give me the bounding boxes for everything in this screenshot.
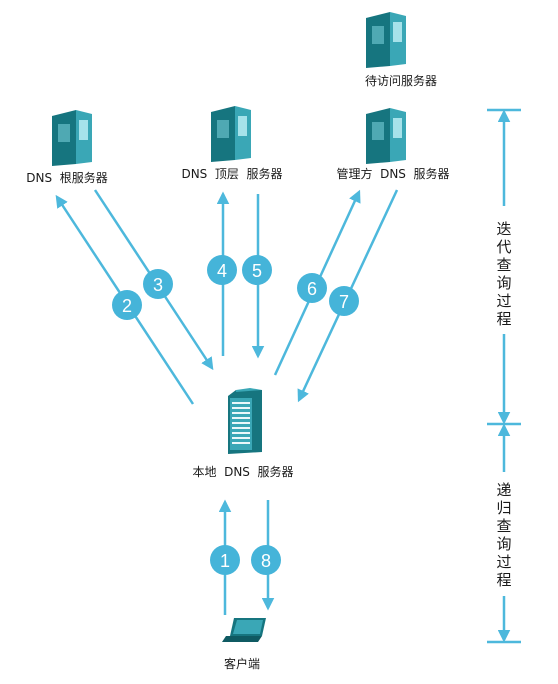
- step-badge-1: 1: [210, 545, 240, 575]
- svg-text:3: 3: [153, 275, 163, 295]
- svg-text:过: 过: [496, 292, 511, 310]
- local-dns-label: 本地 DNS 服务器: [192, 464, 293, 479]
- recursive-phase-label: 递 归 查 询 过 程: [496, 481, 511, 589]
- svg-text:1: 1: [220, 551, 230, 571]
- step-badge-2: 2: [112, 290, 142, 320]
- target-server-label: 待访问服务器: [365, 73, 437, 88]
- tld-dns-server-icon: [211, 106, 251, 162]
- svg-text:7: 7: [339, 292, 349, 312]
- svg-text:迭: 迭: [496, 220, 511, 238]
- local-dns-server-icon: [228, 388, 262, 454]
- root-dns-server-icon: [52, 110, 92, 166]
- svg-text:5: 5: [252, 261, 262, 281]
- svg-text:4: 4: [217, 261, 227, 281]
- svg-text:查: 查: [496, 256, 511, 274]
- client-label: 客户端: [224, 656, 260, 671]
- step-badge-6: 6: [297, 273, 327, 303]
- svg-text:程: 程: [496, 571, 511, 589]
- step-badge-4: 4: [207, 255, 237, 285]
- svg-text:程: 程: [496, 310, 511, 328]
- svg-text:询: 询: [496, 535, 511, 553]
- auth-dns-label: 管理方 DNS 服务器: [336, 166, 449, 181]
- step-badge-3: 3: [143, 269, 173, 299]
- step-badge-8: 8: [251, 545, 281, 575]
- tld-dns-label: DNS 顶层 服务器: [181, 166, 282, 181]
- iterative-phase-label: 迭 代 查 询 过 程: [496, 220, 511, 328]
- root-dns-label: DNS 根服务器: [26, 170, 107, 185]
- auth-dns-server-icon: [366, 108, 406, 164]
- svg-text:代: 代: [496, 238, 511, 256]
- step-badge-5: 5: [242, 255, 272, 285]
- svg-text:归: 归: [496, 499, 511, 517]
- svg-text:询: 询: [496, 274, 511, 292]
- svg-text:2: 2: [122, 296, 132, 316]
- target-server-icon: [366, 12, 406, 68]
- svg-text:过: 过: [496, 553, 511, 571]
- svg-text:查: 查: [496, 517, 511, 535]
- svg-text:6: 6: [307, 279, 317, 299]
- svg-text:递: 递: [496, 481, 511, 499]
- svg-text:8: 8: [261, 551, 271, 571]
- phase-brackets: [487, 108, 521, 644]
- client-laptop-icon: [222, 618, 266, 642]
- step-badge-7: 7: [329, 286, 359, 316]
